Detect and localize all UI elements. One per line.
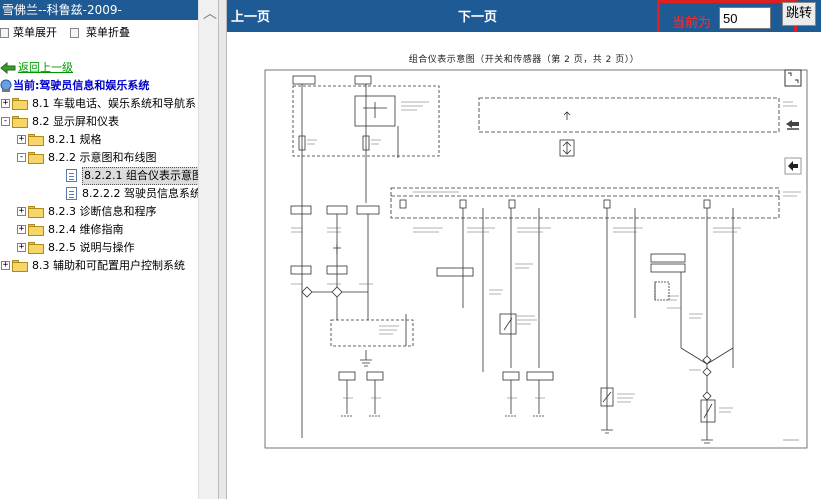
- page-number-input[interactable]: [719, 7, 771, 29]
- document-icon: [66, 187, 77, 200]
- document-icon: [66, 169, 77, 182]
- tree-item[interactable]: +8.3 辅助和可配置用户控制系统: [0, 257, 198, 275]
- left-panel: 雪佛兰--科鲁兹-2009- 菜单展开 菜单折叠 返回上一级 当前:驾驶员信息和…: [0, 0, 198, 499]
- back-link[interactable]: 返回上一级: [18, 61, 73, 74]
- tree-item[interactable]: - 8.2.2 示意图和布线图: [0, 149, 198, 167]
- tree-item-label: 8.2.2.1 组合仪表示意图: [82, 167, 198, 185]
- expand-toggle-icon[interactable]: +: [1, 98, 10, 108]
- tree-item[interactable]: +8.2.4 维修指南: [0, 221, 198, 239]
- tree-item-label: 8.2 显示屏和仪表: [32, 115, 119, 128]
- tree-item-label: 8.2.2 示意图和布线图: [48, 151, 157, 164]
- folder-icon: [28, 134, 44, 146]
- expand-toggle-icon[interactable]: +: [17, 224, 26, 234]
- tree-item[interactable]: 8.2.2.2 驾驶员信息系统示: [0, 185, 198, 203]
- tree-item-label: 8.3 辅助和可配置用户控制系统: [32, 259, 185, 272]
- collapse-toggle-icon[interactable]: -: [17, 152, 26, 162]
- folder-icon: [12, 116, 28, 128]
- panel-divider[interactable]: [218, 0, 227, 499]
- back-arrow-icon[interactable]: [783, 156, 803, 176]
- next-page-button[interactable]: 下一页: [458, 10, 498, 25]
- tree-item[interactable]: +8.2.1 规格: [0, 131, 198, 149]
- tree-item[interactable]: +8.1 车载电话、娱乐系统和导航系: [0, 95, 198, 113]
- expand-toggle-icon[interactable]: +: [1, 260, 10, 270]
- globe-icon: [0, 79, 12, 92]
- folder-icon: [28, 224, 44, 236]
- expand-toggle-icon[interactable]: +: [17, 206, 26, 216]
- expand-toggle-icon[interactable]: +: [17, 242, 26, 252]
- folder-icon: [12, 260, 28, 272]
- tree-item[interactable]: 8.2.2.1 组合仪表示意图: [0, 167, 198, 185]
- zoom-fit-icon[interactable]: [783, 68, 803, 88]
- prev-page-button[interactable]: 上一页: [231, 10, 271, 25]
- jump-button[interactable]: 跳转: [782, 2, 816, 26]
- wiring-diagram: [264, 69, 808, 449]
- tree-item-label: 8.2.3 诊断信息和程序: [48, 205, 157, 218]
- diagram-viewer: 组合仪表示意图（开关和传感器（第 2 页，共 2 页））: [227, 32, 821, 499]
- tree-item-label: 8.2.4 维修指南: [48, 223, 124, 236]
- folder-icon: [28, 242, 44, 254]
- menu-collapse-button[interactable]: 菜单折叠: [86, 26, 130, 39]
- tree-item-label: 8.2.1 规格: [48, 133, 102, 146]
- folder-icon: [12, 98, 28, 110]
- expand-icon[interactable]: [0, 28, 9, 38]
- diagram-title: 组合仪表示意图（开关和传感器（第 2 页，共 2 页））: [408, 55, 640, 65]
- folder-icon: [28, 152, 44, 164]
- tree-item-label: 8.2.2.2 驾驶员信息系统示: [82, 187, 198, 200]
- tree-item-label: 8.2.5 说明与操作: [48, 241, 135, 254]
- folder-icon: [28, 206, 44, 218]
- tree-item[interactable]: +8.2.3 诊断信息和程序: [0, 203, 198, 221]
- tree-item-label: 8.1 车载电话、娱乐系统和导航系: [32, 97, 196, 110]
- expand-toggle-icon[interactable]: +: [17, 134, 26, 144]
- current-page-label: 当前为: [672, 16, 712, 31]
- current-location-label: 当前:驾驶员信息和娱乐系统: [13, 79, 150, 92]
- link-icon[interactable]: [783, 114, 803, 134]
- tree-item[interactable]: +8.2.5 说明与操作: [0, 239, 198, 257]
- back-arrow-icon: [0, 62, 16, 74]
- chevron-up-icon[interactable]: ︿: [203, 6, 217, 22]
- tree-scrollbar[interactable]: ︿: [198, 0, 218, 499]
- page-nav-bar: 上一页 下一页 当前为 跳转: [227, 0, 821, 40]
- tree-item[interactable]: - 8.2 显示屏和仪表: [0, 113, 198, 131]
- collapse-icon[interactable]: [70, 28, 79, 38]
- app-title: 雪佛兰--科鲁兹-2009-: [0, 0, 198, 20]
- collapse-toggle-icon[interactable]: -: [1, 116, 10, 126]
- menu-expand-button[interactable]: 菜单展开: [13, 26, 57, 39]
